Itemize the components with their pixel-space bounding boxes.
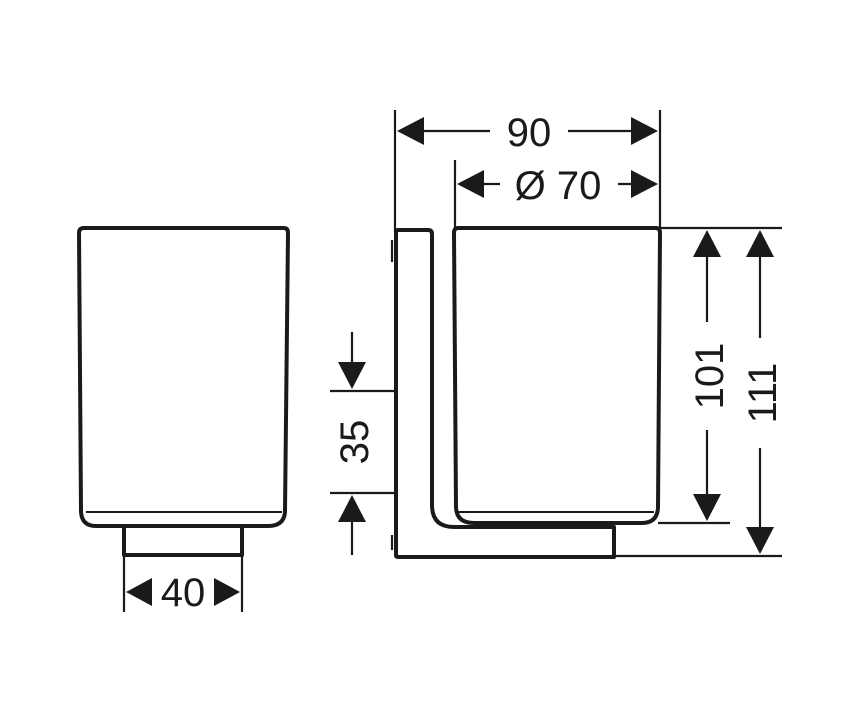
- dimension-cup-height: 101: [658, 226, 782, 525]
- dim-label-diameter: Ø 70: [515, 164, 602, 208]
- dimension-base-width: 40: [122, 555, 244, 615]
- dimension-overall-width: 90: [393, 110, 662, 232]
- arrow-up-35-icon: [338, 495, 366, 522]
- arrow-down-111-icon: [746, 527, 774, 554]
- arrow-up-101-icon: [693, 230, 721, 257]
- arrow-right-70-icon: [631, 170, 658, 198]
- dimension-mount-height: 35: [330, 332, 396, 555]
- arrow-left-70-icon: [457, 170, 484, 198]
- arrow-down-101-icon: [693, 494, 721, 521]
- front-cup-body: [77, 226, 290, 528]
- dim-label-overall-height: 111: [741, 363, 785, 424]
- arrow-up-111-icon: [746, 230, 774, 257]
- arrow-right-90-icon: [631, 117, 658, 145]
- dimension-diameter: Ø 70: [453, 160, 658, 228]
- arrow-left-icon: [214, 578, 240, 606]
- side-cup-body: [452, 226, 662, 525]
- front-view: [77, 226, 290, 557]
- arrow-down-35-icon: [338, 362, 366, 389]
- wall-bracket: [394, 228, 616, 559]
- dimension-overall-height: 111: [614, 230, 785, 558]
- side-view: [390, 226, 662, 559]
- arrow-left-90-icon: [397, 117, 424, 145]
- dim-label-base-width: 40: [161, 571, 206, 615]
- front-cup-base: [122, 524, 244, 557]
- dim-label-cup-height: 101: [688, 343, 732, 410]
- dim-label-overall-width: 90: [507, 111, 552, 155]
- dim-label-mount-height: 35: [333, 420, 377, 465]
- arrow-right-icon: [126, 578, 152, 606]
